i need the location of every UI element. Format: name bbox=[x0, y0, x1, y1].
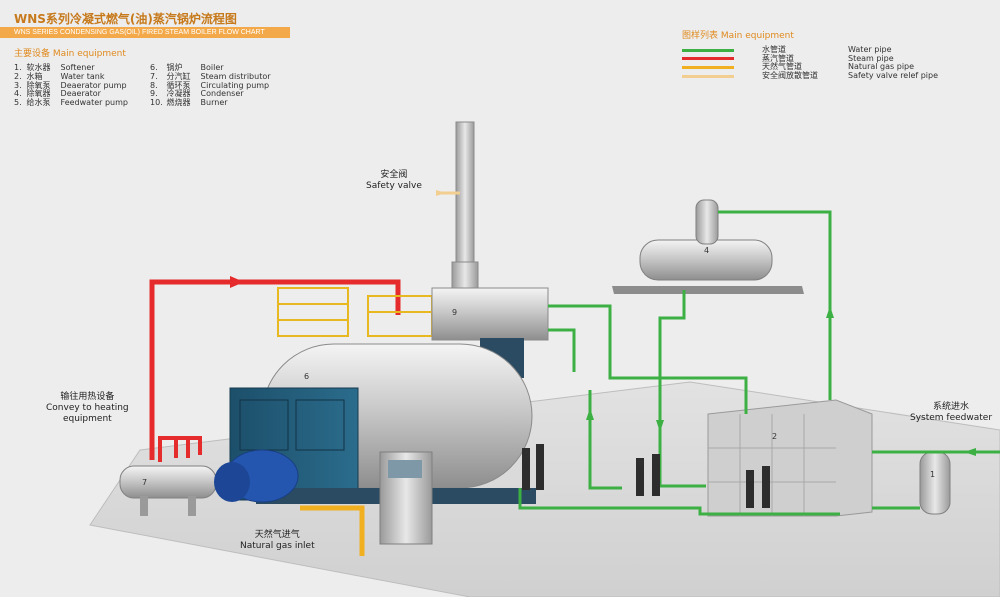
feedwater-pump-number: 5 bbox=[525, 450, 531, 459]
gas-pipe-swatch bbox=[682, 65, 734, 69]
deaerator-platform bbox=[612, 286, 804, 294]
platform-railing bbox=[277, 287, 433, 337]
safety-valve-label: 安全阀 Safety valve bbox=[366, 170, 422, 191]
feedwater-pumps bbox=[522, 444, 544, 490]
system-feedwater-label: 系统进水 System feedwater bbox=[910, 402, 993, 423]
control-cabinet bbox=[379, 451, 433, 545]
relief-pipe-swatch bbox=[682, 74, 734, 78]
deaerator-pumps bbox=[746, 466, 770, 508]
page-subtitle: WNS SERIES CONDENSING GAS(OIL) FIRED STE… bbox=[0, 27, 290, 38]
page-title: WNS系列冷凝式燃气(油)蒸汽锅炉流程图 bbox=[14, 12, 237, 26]
convey-label: 输往用热设备 Convey to heating equipment bbox=[46, 392, 129, 424]
natural-gas-pipe bbox=[300, 505, 365, 556]
burner bbox=[214, 449, 299, 503]
softener bbox=[919, 451, 951, 515]
natural-gas-inlet-label: 天然气进气 Natural gas inlet bbox=[240, 530, 315, 551]
water-tank bbox=[707, 399, 873, 517]
circulating-pump-number: 8 bbox=[638, 458, 644, 467]
boiler-number: 6 bbox=[304, 372, 310, 381]
legend-heading: 图样列表 Main equipment bbox=[682, 31, 794, 41]
equipment-heading: 主要设备 Main equipment bbox=[14, 49, 126, 59]
steam-distributor-number: 7 bbox=[142, 478, 148, 487]
deaerator-number: 4 bbox=[704, 246, 710, 255]
circulating-pumps bbox=[636, 454, 660, 496]
water-pipe-swatch bbox=[682, 48, 734, 52]
deaerator-pump-number: 3 bbox=[748, 474, 754, 483]
condenser-number: 9 bbox=[452, 308, 458, 317]
steam-pipe-swatch bbox=[682, 57, 734, 61]
softener-number: 1 bbox=[930, 470, 936, 479]
steam-pipe bbox=[149, 279, 401, 460]
water-pipes bbox=[518, 210, 1000, 516]
water-tank-number: 2 bbox=[772, 432, 778, 441]
steam-distributor bbox=[119, 465, 217, 499]
